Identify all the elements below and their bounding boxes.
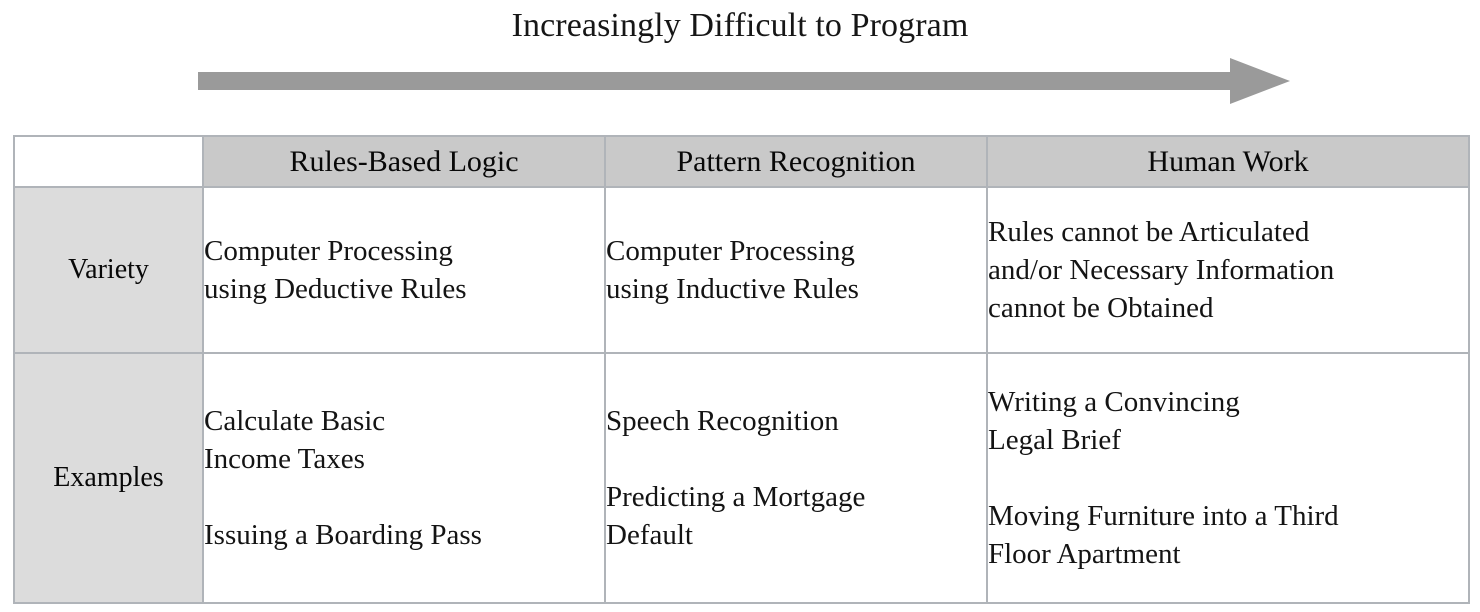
table-row-variety: Variety Computer Processing using Deduct… (13, 186, 1470, 354)
cell-examples-rules-based-logic: Calculate Basic Income Taxes Issuing a B… (202, 352, 606, 604)
cell-line: Writing a Convincing (988, 386, 1240, 418)
cell-examples-human-work: Writing a Convincing Legal Brief Moving … (986, 352, 1470, 604)
cell-block: Computer Processing using Inductive Rule… (606, 232, 986, 308)
cell-line: Legal Brief (988, 424, 1121, 456)
cell-block: Predicting a Mortgage Default (606, 478, 986, 554)
cell-block: Issuing a Boarding Pass (204, 516, 604, 554)
cell-line: Default (606, 519, 693, 551)
cell-block: Moving Furniture into a Third Floor Apar… (988, 497, 1468, 573)
cell-block: Writing a Convincing Legal Brief (988, 383, 1468, 459)
cell-line: using Deductive Rules (204, 273, 467, 305)
cell-line: Rules cannot be Articulated (988, 216, 1310, 248)
cell-variety-human-work: Rules cannot be Articulated and/or Neces… (986, 186, 1470, 354)
column-header-pattern-recognition: Pattern Recognition (604, 135, 988, 188)
table-corner-cell (13, 135, 204, 188)
cell-examples-pattern-recognition: Speech Recognition Predicting a Mortgage… (604, 352, 988, 604)
cell-line: Floor Apartment (988, 538, 1181, 570)
row-header-examples: Examples (13, 352, 204, 604)
row-header-variety: Variety (13, 186, 204, 354)
cell-block: Rules cannot be Articulated and/or Neces… (988, 213, 1468, 327)
cell-line: using Inductive Rules (606, 273, 859, 305)
capability-matrix-table: Rules-Based Logic Pattern Recognition Hu… (13, 135, 1470, 604)
cell-line: Moving Furniture into a Third (988, 500, 1339, 532)
cell-block: Speech Recognition (606, 402, 986, 440)
cell-line: cannot be Obtained (988, 292, 1214, 324)
column-header-rules-based-logic: Rules-Based Logic (202, 135, 606, 188)
column-header-human-work: Human Work (986, 135, 1470, 188)
cell-variety-rules-based-logic: Computer Processing using Deductive Rule… (202, 186, 606, 354)
rightward-arrow-icon (198, 58, 1290, 104)
cell-line: Computer Processing (606, 235, 855, 267)
cell-block: Computer Processing using Deductive Rule… (204, 232, 604, 308)
cell-line: Issuing a Boarding Pass (204, 519, 482, 551)
cell-block: Calculate Basic Income Taxes (204, 402, 604, 478)
table-header-row: Rules-Based Logic Pattern Recognition Hu… (13, 135, 1470, 188)
rightward-arrow-shape (198, 58, 1290, 104)
cell-line: Speech Recognition (606, 405, 839, 437)
cell-line: Predicting a Mortgage (606, 481, 866, 513)
table-row-examples: Examples Calculate Basic Income Taxes Is… (13, 352, 1470, 604)
cell-line: and/or Necessary Information (988, 254, 1335, 286)
page-title: Increasingly Difficult to Program (511, 7, 969, 44)
cell-line: Computer Processing (204, 235, 453, 267)
cell-line: Income Taxes (204, 443, 365, 475)
cell-line: Calculate Basic (204, 405, 386, 437)
cell-variety-pattern-recognition: Computer Processing using Inductive Rule… (604, 186, 988, 354)
